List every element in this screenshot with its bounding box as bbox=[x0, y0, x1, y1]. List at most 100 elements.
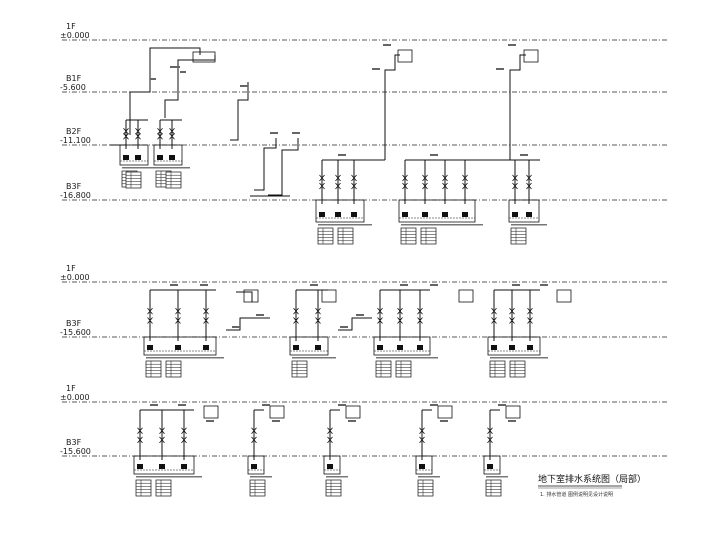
valve-symbol bbox=[462, 174, 468, 182]
level-elevation: -15.600 bbox=[60, 447, 91, 456]
pipe-tag bbox=[262, 404, 270, 406]
submersible-pump bbox=[402, 212, 408, 217]
note-text-bar bbox=[326, 476, 348, 478]
note-text-bar bbox=[292, 357, 336, 359]
valve-symbol bbox=[335, 174, 341, 182]
equipment-table bbox=[485, 479, 502, 497]
outlet-box bbox=[556, 289, 572, 303]
pump-group-b3f-3 bbox=[508, 159, 547, 226]
equipment-table bbox=[417, 479, 434, 497]
equipment-table bbox=[165, 360, 182, 378]
pipe-tag bbox=[520, 154, 528, 156]
equipment-table bbox=[395, 360, 412, 378]
discharge-pipe-1 bbox=[129, 47, 201, 135]
equipment-table bbox=[510, 227, 527, 245]
valve-symbol bbox=[526, 174, 532, 182]
note-text-bar bbox=[511, 224, 547, 226]
equipment-table-frame bbox=[249, 479, 266, 497]
equipment-table bbox=[489, 360, 506, 378]
submersible-pump bbox=[159, 464, 165, 469]
submersible-pump bbox=[417, 345, 423, 350]
equipment-table bbox=[135, 479, 152, 497]
equipment-table-frame bbox=[145, 360, 162, 378]
pump-group-b2f-2 bbox=[153, 119, 190, 169]
pipe-tag bbox=[270, 132, 278, 134]
submersible-pump bbox=[512, 212, 518, 217]
equipment-table-frame bbox=[125, 171, 142, 189]
level-elevation: -16.800 bbox=[60, 191, 91, 200]
pump-group-bot-2 bbox=[247, 409, 272, 478]
sump-pit bbox=[133, 455, 195, 475]
level-elevation: -11.100 bbox=[60, 136, 91, 145]
outlet-box bbox=[437, 405, 453, 419]
submersible-pump bbox=[319, 212, 325, 217]
equipment-table bbox=[325, 479, 342, 497]
pipe-tag bbox=[292, 132, 300, 134]
pipe-tag bbox=[272, 420, 280, 422]
equipment-table-frame bbox=[165, 171, 182, 189]
valve-symbol bbox=[402, 174, 408, 182]
note-text-bar bbox=[401, 224, 483, 226]
submersible-pump bbox=[377, 345, 383, 350]
equipment-table-frame bbox=[489, 360, 506, 378]
sump-pit bbox=[119, 144, 149, 166]
valve-symbol bbox=[509, 307, 515, 315]
title-block: 地下室排水系统图（局部） 1. 排水管道 图例说明见设计说明 bbox=[538, 473, 646, 498]
pump-group-b3f-1 bbox=[315, 159, 372, 226]
submersible-pump bbox=[251, 464, 257, 469]
submersible-pump bbox=[147, 345, 153, 350]
equipment-table-frame bbox=[375, 360, 392, 378]
riser-pipe-4 bbox=[509, 54, 526, 160]
level-label: B3F bbox=[66, 319, 82, 328]
valve-symbol bbox=[491, 317, 497, 324]
equipment-table-frame bbox=[317, 227, 334, 245]
pipe-tag bbox=[508, 44, 516, 46]
equipment-table bbox=[291, 360, 308, 378]
submersible-pump bbox=[327, 464, 333, 469]
stepped-pipe-2 bbox=[254, 138, 277, 191]
pipe-tag bbox=[180, 71, 186, 73]
valve-symbol bbox=[123, 132, 129, 140]
submersible-pump bbox=[351, 212, 357, 217]
pipe-tag bbox=[200, 284, 208, 286]
floor-lines bbox=[62, 39, 668, 457]
submersible-pump bbox=[157, 155, 163, 160]
valve-symbol bbox=[335, 182, 341, 190]
pump-group-mid-2 bbox=[289, 289, 336, 359]
valve-symbol bbox=[147, 317, 153, 324]
equipment-table-frame bbox=[291, 360, 308, 378]
outlet-box bbox=[345, 405, 361, 419]
pump-group-mid-1 bbox=[143, 289, 224, 359]
pipe-tag bbox=[178, 404, 186, 406]
riser-pipe-3 bbox=[384, 54, 400, 160]
valve-symbol bbox=[135, 132, 141, 140]
pipe-tag bbox=[338, 154, 346, 156]
equipment-table bbox=[125, 171, 142, 189]
pipe-tag bbox=[150, 404, 158, 406]
valve-symbol bbox=[157, 132, 163, 140]
valve-symbol bbox=[175, 317, 181, 324]
valve-symbol bbox=[251, 436, 257, 444]
pipe-tag bbox=[356, 314, 364, 316]
equipment-table-frame bbox=[135, 479, 152, 497]
drawing-note: 1. 排水管道 图例说明见设计说明 bbox=[540, 491, 613, 498]
valve-symbol bbox=[137, 427, 143, 434]
pump-group-mid-3 bbox=[373, 289, 438, 359]
valve-symbol bbox=[293, 307, 299, 315]
submersible-pump bbox=[442, 212, 448, 217]
equipment-table bbox=[317, 227, 334, 245]
level-label: 1F bbox=[66, 384, 76, 393]
submersible-pump bbox=[169, 155, 175, 160]
valve-symbol bbox=[422, 174, 428, 182]
equipment-table-frame bbox=[155, 479, 172, 497]
submersible-pump bbox=[203, 345, 209, 350]
valve-symbol bbox=[203, 317, 209, 324]
outlet-box bbox=[523, 49, 539, 63]
submersible-pump bbox=[509, 345, 515, 350]
stepped-pipe-1 bbox=[230, 82, 249, 141]
valve-symbol bbox=[397, 307, 403, 315]
lateral-pipe-2 bbox=[338, 317, 372, 331]
valve-symbol bbox=[293, 317, 299, 324]
pipe-tag bbox=[170, 284, 178, 286]
valve-symbol bbox=[181, 427, 187, 434]
